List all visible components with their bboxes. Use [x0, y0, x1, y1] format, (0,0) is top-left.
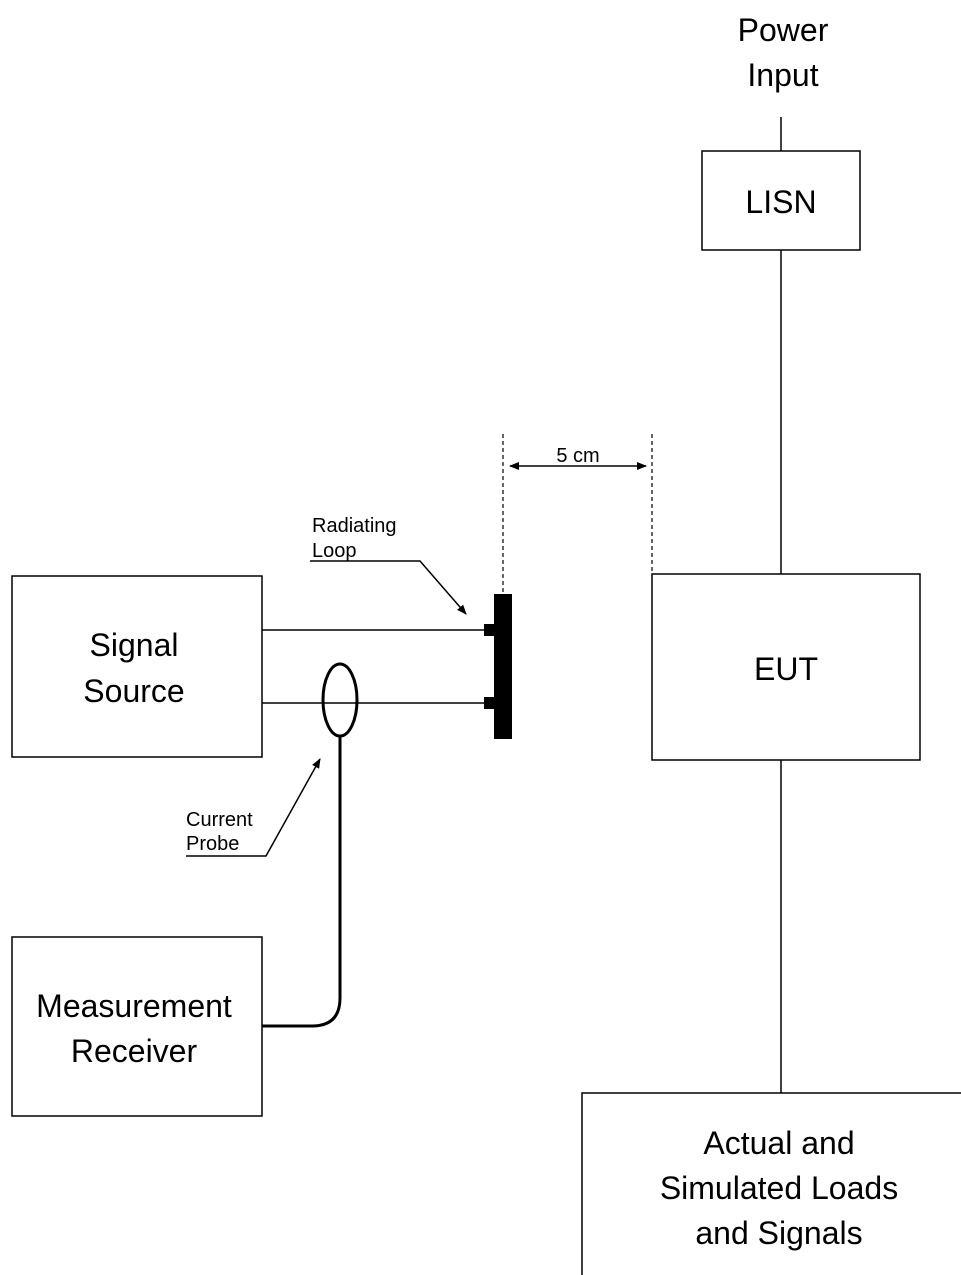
- loads-label-line2: Simulated Loads: [660, 1170, 898, 1206]
- radiating-loop-terminal-lower: [484, 697, 495, 709]
- lisn-label: LISN: [745, 184, 816, 220]
- radiating-loop-label-line1: Radiating: [312, 515, 397, 537]
- measurement-receiver-label-line1: Measurement: [36, 988, 232, 1024]
- probe-cable: [262, 736, 342, 1028]
- radiating-loop-label-line2: Loop: [312, 540, 357, 562]
- distance-label: 5 cm: [556, 445, 599, 467]
- loads-label-line3: and Signals: [695, 1215, 862, 1251]
- loads-label-line1: Actual and: [703, 1125, 854, 1161]
- signal-source-label-line1: Signal: [90, 627, 179, 663]
- measurement-receiver-box: [11, 936, 263, 1117]
- eut-label: EUT: [754, 651, 818, 687]
- radiating-loop: [494, 594, 512, 739]
- current-probe-label-line1: Current: [186, 809, 253, 831]
- loads-box: [581, 1092, 961, 1275]
- radiating-loop-terminal-upper: [484, 624, 495, 636]
- measurement-receiver-label-line2: Receiver: [71, 1033, 198, 1069]
- eut-box: [651, 573, 921, 761]
- power-input-label-line1: Power: [738, 12, 829, 48]
- power-input-label-line2: Input: [747, 57, 818, 93]
- signal-source-label-line2: Source: [83, 673, 184, 709]
- current-probe-label-line2: Probe: [186, 833, 239, 855]
- radiating-loop-leader: [310, 560, 467, 615]
- current-probe-leader: [186, 758, 321, 857]
- signal-source-box: [11, 575, 263, 758]
- current-probe: [321, 662, 359, 738]
